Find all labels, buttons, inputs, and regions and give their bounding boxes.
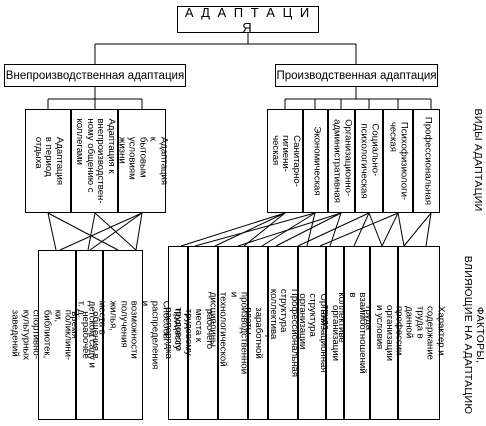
type-organizational-administrative: Организационно- административная <box>328 109 355 213</box>
type-sanitary-hygienic: Санитарно-гигиени- ческая <box>267 109 303 213</box>
factor-organizational-structure: Организационная структура организации <box>297 246 329 420</box>
factor-discipline: Состояние производственной и технологиче… <box>207 246 260 420</box>
factor-housing-distribution: Способы распределения и возможности полу… <box>76 250 172 420</box>
branch-production: Производственная адаптация <box>275 64 438 87</box>
type-leisure: Адаптация в период отдыха <box>25 109 71 213</box>
branch-non-production: Внепроизводственная адаптация <box>4 64 186 87</box>
factor-professional-structure: Профессиональная структура коллектива <box>268 246 300 420</box>
factor-offtime-communication: Формы общения в нерабочее время <box>69 250 112 420</box>
factor-relationship-norms: Нормы взаимоотношений в коллективе <box>336 246 379 420</box>
type-professional: Профессиональная <box>413 109 440 213</box>
type-informal-communication: Адаптация к внепроизводствен- ному общен… <box>71 109 118 213</box>
side-label-factors: ФАКТОРЫ, ВЛИЯЮЩИЕ НА АДАПТАЦИЮ <box>462 255 486 415</box>
factor-labor-organization-system: Система организации труда <box>320 246 352 420</box>
factor-labor-conditions: Уровень организации и условия труда <box>363 246 406 420</box>
type-living-conditions: Адаптация к бытовым условиям жизни <box>116 109 169 213</box>
side-label-types: ВИДЫ АДАПТАЦИИ <box>472 108 484 212</box>
factor-workplace-readiness: Степень готовности рабочего места к труд… <box>172 246 236 420</box>
factor-work-rules: Правила трудового распорядка <box>163 246 195 420</box>
diagram-title: А Д А П Т А Ц И Я <box>177 5 319 35</box>
factor-wages: Размеры заработной платы <box>243 246 275 420</box>
factor-labor-content: Характер и содержание труда в данной про… <box>393 246 446 420</box>
factor-leisure-facilities: Наличие баз отдыха, поликлини- ки, библи… <box>10 250 106 420</box>
type-psychophysiological: Психофизиологи- ческая <box>383 109 413 213</box>
type-economic: Экономическая <box>303 109 328 213</box>
type-socio-psychological: Социально- психологическая <box>355 109 383 213</box>
